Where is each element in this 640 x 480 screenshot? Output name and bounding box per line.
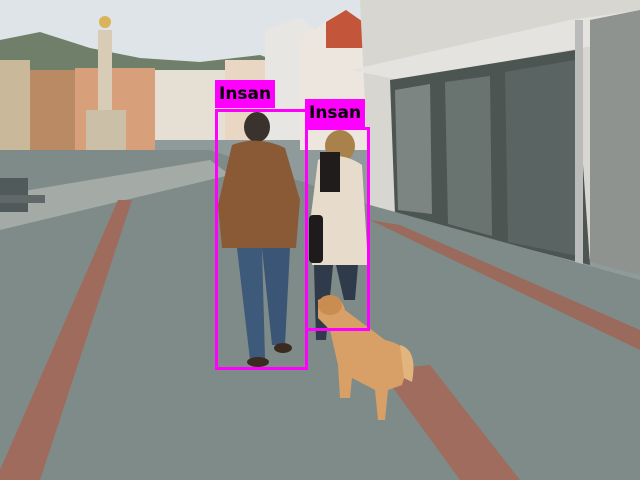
person-detection-box — [215, 109, 308, 370]
person-detection-label: Insan — [215, 80, 276, 108]
person-detection-label: Insan — [305, 99, 366, 127]
person-detection-box — [305, 127, 370, 331]
